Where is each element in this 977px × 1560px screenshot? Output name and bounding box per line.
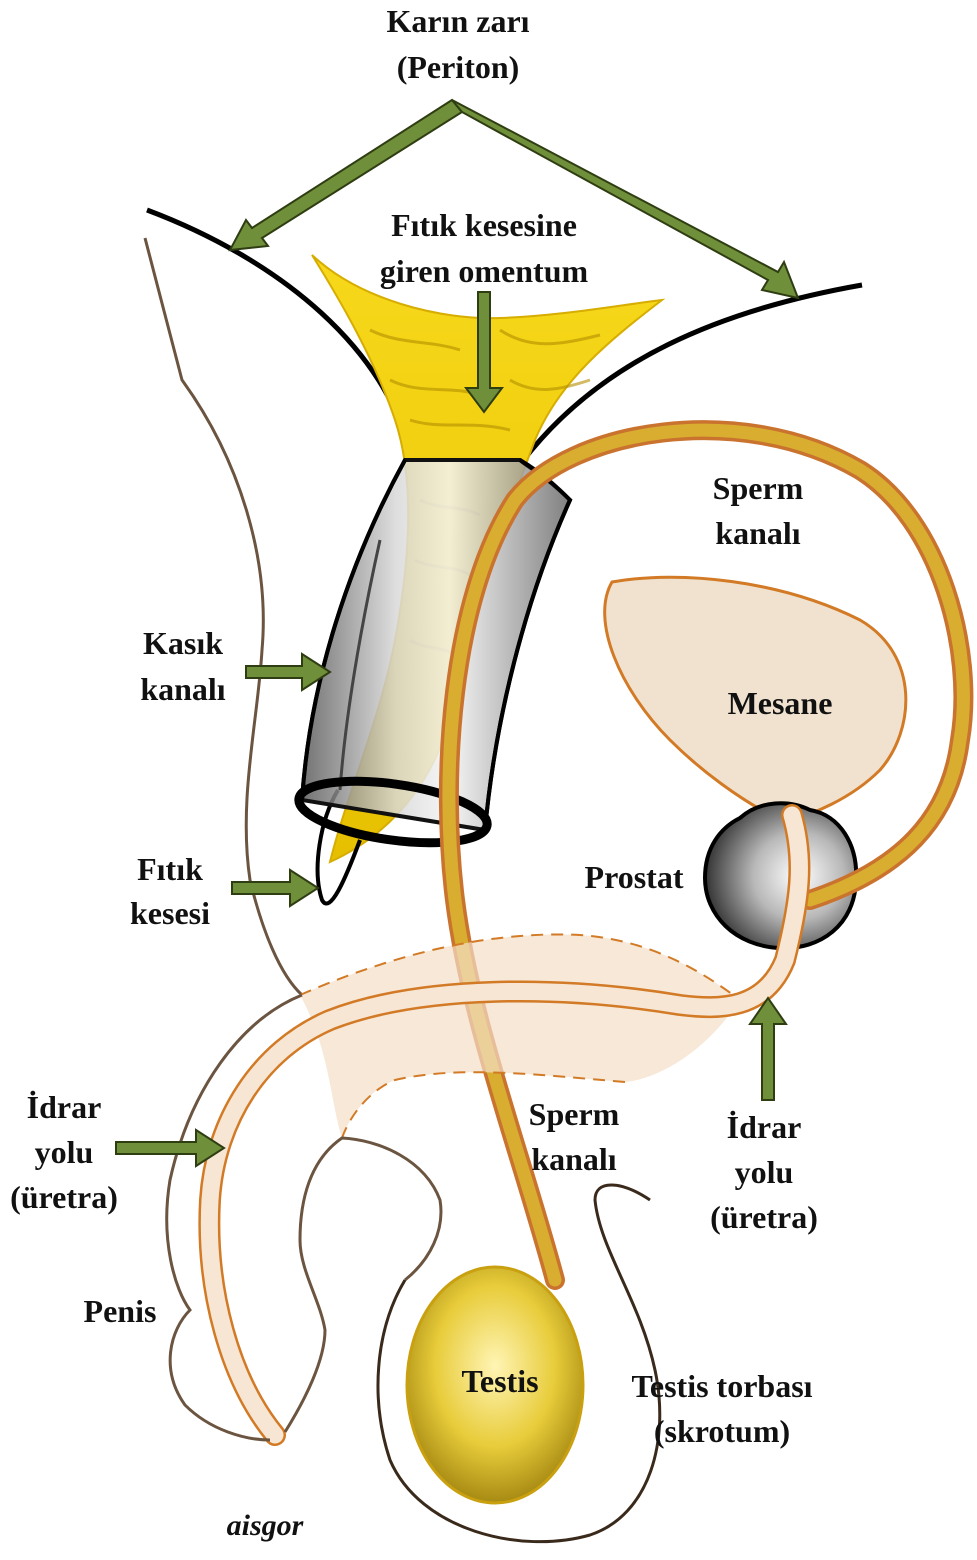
- scrotum-outline: [376, 1183, 662, 1544]
- label-sperm-duct-lower-1: Sperm: [529, 1096, 620, 1132]
- arrow-omentum: [464, 291, 504, 414]
- label-sperm-duct-lower-2: kanalı: [531, 1141, 616, 1177]
- label-urethra-left-2: yolu: [35, 1134, 94, 1170]
- signature: aisgor: [227, 1509, 304, 1542]
- arrows: [115, 98, 800, 1168]
- prostate: [702, 801, 859, 951]
- inguinal-canal-opening: [294, 776, 492, 848]
- label-scrotum-2: (skrotum): [654, 1413, 790, 1449]
- body-outline: [143, 237, 304, 997]
- penis-outline: [165, 993, 443, 1442]
- label-omentum-1: Fıtık kesesine: [391, 207, 577, 243]
- label-testis: Testis: [461, 1363, 538, 1399]
- arrow-urethra-right: [748, 996, 788, 1101]
- arrow-hernia-sac: [231, 868, 320, 908]
- arrow-peritoneum-left: [228, 98, 464, 252]
- label-penis: Penis: [84, 1293, 157, 1329]
- label-hernia-sac-2: kesesi: [130, 895, 210, 931]
- label-hernia-sac-1: Fıtık: [137, 851, 203, 887]
- arrow-peritoneum-right: [451, 99, 800, 300]
- arrow-inguinal-canal: [245, 652, 332, 692]
- label-scrotum-1: Testis torbası: [631, 1368, 812, 1404]
- label-urethra-right-2: yolu: [735, 1154, 794, 1190]
- label-inguinal-canal-2: kanalı: [140, 671, 225, 707]
- label-sperm-duct-upper-2: kanalı: [715, 515, 800, 551]
- label-sperm-duct-upper-1: Sperm: [713, 470, 804, 506]
- label-urethra-right-3: (üretra): [710, 1199, 818, 1235]
- urethra-shade: [300, 934, 740, 1138]
- bladder: [603, 575, 908, 822]
- label-urethra-left-1: İdrar: [27, 1089, 102, 1125]
- label-peritoneum-2: (Periton): [397, 49, 520, 85]
- label-peritoneum-1: Karın zarı: [386, 3, 529, 39]
- label-omentum-2: giren omentum: [380, 253, 589, 289]
- label-urethra-right-1: İdrar: [727, 1109, 802, 1145]
- testis: [405, 1265, 585, 1505]
- label-prostate: Prostat: [585, 859, 684, 895]
- label-inguinal-canal-1: Kasık: [143, 625, 223, 661]
- arrow-urethra-left: [115, 1128, 226, 1168]
- label-urethra-left-3: (üretra): [10, 1179, 118, 1215]
- label-bladder: Mesane: [728, 685, 833, 721]
